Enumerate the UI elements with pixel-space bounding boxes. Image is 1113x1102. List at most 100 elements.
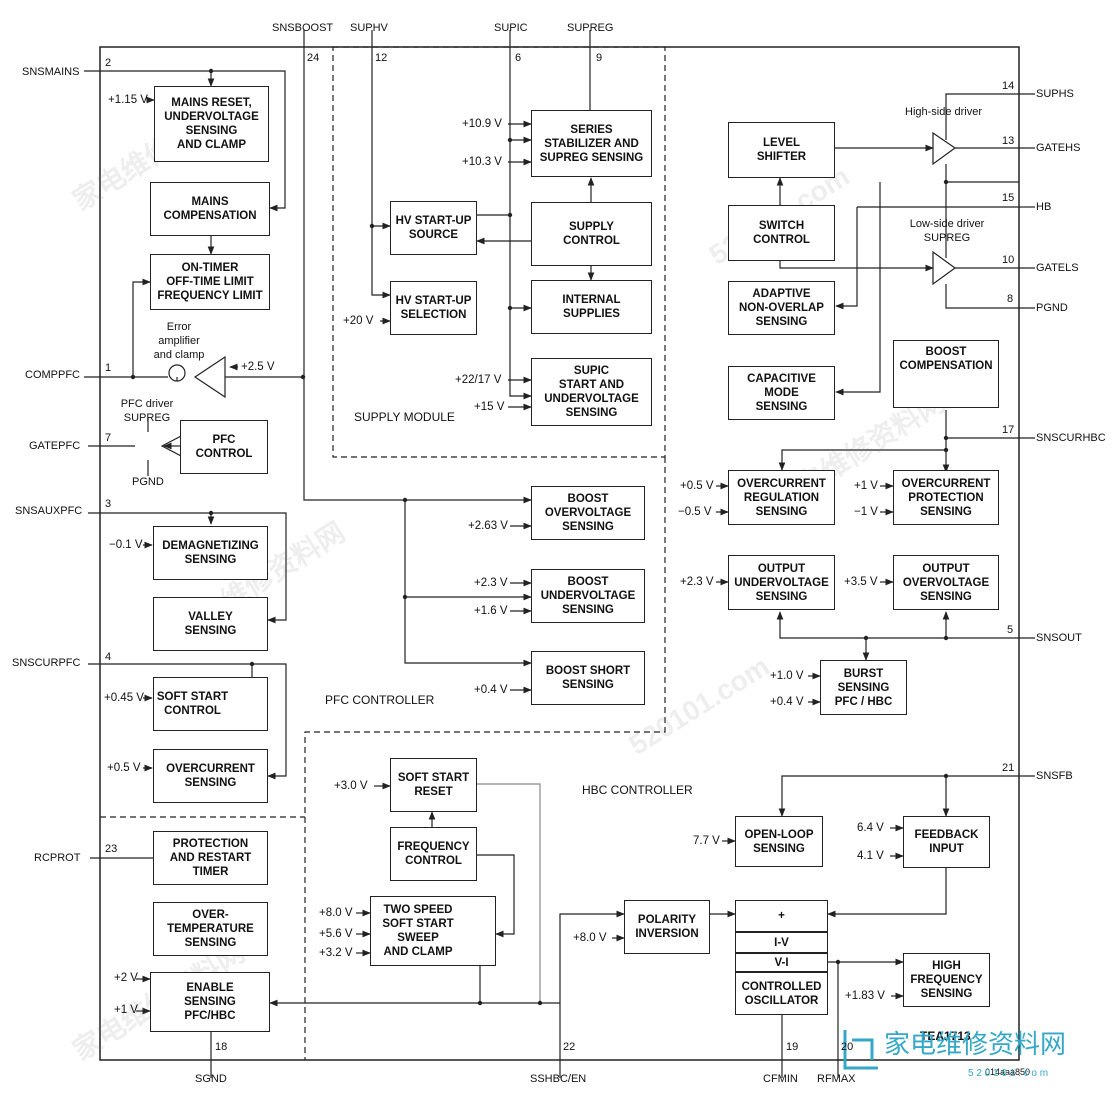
frequency-control-block: FREQUENCY CONTROL xyxy=(390,827,477,881)
pin-number: 20 xyxy=(841,1041,854,1053)
watermark-logo-cn: 家电维修资料网 xyxy=(884,1030,1067,1060)
pin-number: 6 xyxy=(515,52,522,64)
pfc-control-block: PFC CONTROL xyxy=(180,420,268,474)
overcurrent-regulation-block: OVERCURRENT REGULATION SENSING xyxy=(728,470,835,525)
voltage-label: −0.5 V xyxy=(678,506,712,518)
hv-startup-source-block: HV START-UP SOURCE xyxy=(390,201,477,255)
overtemperature-block: OVER- TEMPERATURE SENSING xyxy=(153,902,268,956)
watermark-logo-icon xyxy=(843,1030,878,1070)
pin-sgnd: SGND xyxy=(195,1073,227,1085)
voltage-label: +2 V xyxy=(114,972,138,984)
low-side-driver-label: Low-side driver SUPREG xyxy=(909,218,985,244)
pin-number: 19 xyxy=(786,1041,799,1053)
pfc-pgnd-label: PGND xyxy=(132,476,164,488)
pin-number: 21 xyxy=(1002,762,1015,774)
watermark-logo-url: 5 2 0 1 0 1 . c o m xyxy=(968,1068,1049,1079)
pin-number: 10 xyxy=(1002,254,1015,266)
switch-control-block: SWITCH CONTROL xyxy=(728,205,835,261)
series-stabilizer-block: SERIES STABILIZER AND SUPREG SENSING xyxy=(531,110,652,177)
pin-pgnd: PGND xyxy=(1036,302,1068,314)
chip-name-label: TEA1713 xyxy=(920,1029,971,1043)
pin-number: 17 xyxy=(1002,424,1015,436)
output-undervoltage-block: OUTPUT UNDERVOLTAGE SENSING xyxy=(728,555,835,610)
pin-sshbc: SSHBC/EN xyxy=(530,1073,587,1085)
pin-suphs: SUPHS xyxy=(1036,88,1074,100)
pfc-controller-title: PFC CONTROLLER xyxy=(325,693,435,707)
boost-short-block: BOOST SHORT SENSING xyxy=(531,651,645,705)
pin-number: 24 xyxy=(307,52,320,64)
supply-control-block: SUPPLY CONTROL xyxy=(531,202,652,266)
pin-rfmax: RFMAX xyxy=(817,1073,856,1085)
soft-start-control-block: SOFT START CONTROL xyxy=(153,677,268,731)
oscillator-plus-block: + xyxy=(735,900,828,932)
pin-hb: HB xyxy=(1036,201,1052,213)
burst-sensing-block: BURST SENSING PFC / HBC xyxy=(820,660,907,715)
voltage-label: +3.0 V xyxy=(334,780,368,792)
voltage-label: +3.2 V xyxy=(319,947,353,959)
figure-code-label: 014aaa850 xyxy=(985,1067,1031,1077)
voltage-label: +10.9 V xyxy=(462,118,502,130)
voltage-label: +10.3 V xyxy=(462,156,502,168)
error-amplifier-label: Error amplifier and clamp xyxy=(153,321,205,361)
pin-snsboost: SNSBOOST xyxy=(272,22,334,34)
mains-compensation-block: MAINS COMPENSATION xyxy=(150,182,270,236)
open-loop-block: OPEN-LOOP SENSING xyxy=(735,816,823,867)
pin-number: 15 xyxy=(1002,192,1015,204)
pin-number: 9 xyxy=(596,52,603,64)
pin-number: 18 xyxy=(215,1041,228,1053)
pfc-driver-label: PFC driver SUPREG xyxy=(120,398,174,424)
overcurrent-block: OVERCURRENT SENSING xyxy=(153,749,268,803)
voltage-label: +20 V xyxy=(343,315,374,327)
voltage-label: +0.45 V xyxy=(104,692,144,704)
pin-supic: SUPIC xyxy=(494,22,528,34)
pin-comppfc: COMPPFC xyxy=(25,369,80,381)
oscillator-vi-block: V-I xyxy=(735,953,828,972)
pin-gatels: GATELS xyxy=(1036,262,1079,274)
on-timer-block: ON-TIMER OFF-TIME LIMIT FREQUENCY LIMIT xyxy=(150,254,270,310)
pin-number: 23 xyxy=(105,843,118,855)
high-frequency-block: HIGH FREQUENCY SENSING xyxy=(903,953,990,1007)
voltage-label: +1.0 V xyxy=(770,670,804,682)
pin-number: 7 xyxy=(105,432,112,444)
voltage-label: +5.6 V xyxy=(319,928,353,940)
valley-block: VALLEY SENSING xyxy=(153,597,268,651)
feedback-input-block: FEEDBACK INPUT xyxy=(903,816,990,868)
level-shifter-block: LEVEL SHIFTER xyxy=(728,122,835,178)
hv-startup-selection-block: HV START-UP SELECTION xyxy=(390,281,477,335)
supply-module-title: SUPPLY MODULE xyxy=(354,410,455,424)
pin-number: 1 xyxy=(105,362,112,374)
voltage-label: +2.5 V xyxy=(241,361,275,373)
voltage-label: +22/17 V xyxy=(455,374,502,386)
boost-compensation-block: BOOST COMPENSATION xyxy=(893,340,999,408)
pin-number: 8 xyxy=(1007,293,1014,305)
boost-undervoltage-block: BOOST UNDERVOLTAGE SENSING xyxy=(531,569,645,623)
voltage-label: +3.5 V xyxy=(844,576,878,588)
voltage-label: +1 V xyxy=(854,480,878,492)
voltage-label: +1.15 V xyxy=(108,94,148,106)
pin-number: 4 xyxy=(105,651,112,663)
voltage-label: +2.3 V xyxy=(680,576,714,588)
voltage-label: +1.83 V xyxy=(845,990,885,1002)
pin-snsauxpfc: SNSAUXPFC xyxy=(15,505,83,517)
pin-number: 12 xyxy=(375,52,388,64)
hbc-controller-title: HBC CONTROLLER xyxy=(582,783,693,797)
high-side-driver-label: High-side driver xyxy=(905,106,983,118)
voltage-label: 4.1 V xyxy=(857,850,884,862)
voltage-label: +0.5 V xyxy=(107,762,141,774)
overcurrent-protection-block: OVERCURRENT PROTECTION SENSING xyxy=(893,470,999,525)
oscillator-iv-block: I-V xyxy=(735,932,828,953)
output-overvoltage-block: OUTPUT OVERVOLTAGE SENSING xyxy=(893,555,999,610)
pin-number: 3 xyxy=(105,498,112,510)
adaptive-non-overlap-block: ADAPTIVE NON-OVERLAP SENSING xyxy=(728,281,835,335)
voltage-label: +1 V xyxy=(114,1004,138,1016)
voltage-label: +2.3 V xyxy=(474,577,508,589)
polarity-inversion-block: POLARITY INVERSION xyxy=(624,900,710,954)
pin-snscurhbc: SNSCURHBC xyxy=(1036,432,1106,444)
controlled-oscillator-block: CONTROLLED OSCILLATOR xyxy=(735,972,828,1015)
enable-block: ENABLE SENSING PFC/HBC xyxy=(150,972,270,1032)
supic-start-block: SUPIC START AND UNDERVOLTAGE SENSING xyxy=(531,358,652,426)
voltage-label: +8.0 V xyxy=(319,907,353,919)
voltage-label: 6.4 V xyxy=(857,822,884,834)
